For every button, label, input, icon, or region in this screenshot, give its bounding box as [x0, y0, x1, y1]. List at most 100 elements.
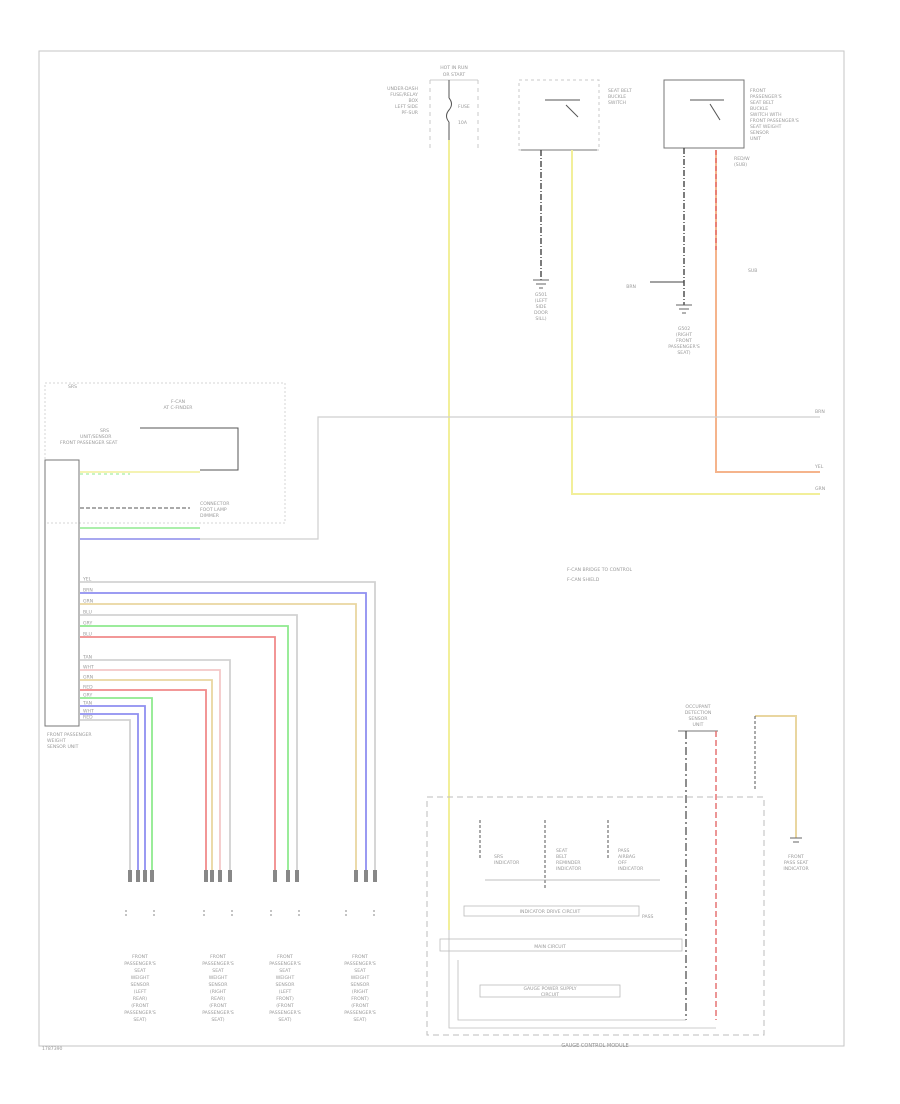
connector-label-3: DIMMER — [200, 513, 220, 519]
pass-label-2: PASS SEAT — [784, 860, 809, 866]
seatbelt-switch-label-1: SEAT BELT — [608, 88, 632, 94]
sensor-label-line: FRONT — [352, 954, 368, 960]
pass-label-1: FRONT — [788, 854, 804, 860]
connector-pin — [150, 870, 154, 882]
passenger-switch-label-7: SEAT WEIGHT — [750, 124, 782, 130]
sensor-label-1: OCCUPANT — [685, 704, 710, 710]
seatbelt-ground-4: DOOR — [534, 310, 549, 316]
branch-label: BRN — [626, 284, 636, 290]
ground-icon-2 — [676, 304, 692, 314]
wire-tag: WHT — [83, 709, 94, 715]
wire-tag: TAN — [82, 655, 92, 661]
sensor-label-line: PASSENGER'S — [344, 1010, 376, 1016]
connector-pin — [295, 870, 299, 882]
seatbelt-signal-wire — [571, 150, 820, 495]
hot-label-1: HOT IN RUN — [440, 65, 468, 71]
sensor-label-line: FRONT) — [351, 996, 369, 1002]
can-label-2: AT C-FINDER — [164, 405, 194, 411]
seatbelt-switch-label-3: SWITCH — [608, 100, 626, 106]
sensor-label-line: SEAT) — [133, 1017, 146, 1023]
connector-pin — [143, 870, 147, 882]
sensor-label-line: SEAT — [354, 968, 366, 974]
fuse-box-label-5: PF-SUR — [401, 110, 418, 116]
ind2-label-3: REMINDER — [556, 860, 581, 866]
sensor-wire — [80, 705, 146, 880]
seatbelt-ground-3: SIDE — [536, 304, 547, 310]
ind1-label-2: INDICATOR — [494, 860, 520, 866]
sensor-label-line: PASSENGER'S — [269, 1010, 301, 1016]
sensor-label-line: PASSENGER'S — [344, 961, 376, 967]
sensor-label-line: SEAT — [212, 968, 224, 974]
connector-pin — [204, 870, 208, 882]
passenger-switch-label-8: SENSOR — [750, 130, 770, 136]
sub-box-label-3: FRONT PASSENGER SEAT — [60, 440, 118, 446]
sensor-label-line: SENSOR — [276, 982, 296, 988]
ground-icon-1 — [533, 279, 549, 289]
connector-label-1: CONNECTOR — [200, 501, 230, 507]
sensor-wire — [80, 719, 131, 880]
sensor-label-line: SEAT) — [278, 1017, 291, 1023]
passenger-switch-group: FRONT PASSENGER'S SEAT BELT BUCKLE SWITC… — [626, 79, 799, 356]
ind3-label-1: PASS — [618, 848, 630, 854]
wire-tag: RED — [83, 685, 93, 691]
wire-tag: BRN — [83, 588, 93, 594]
fuse-box-label-1: UNDER-DASH — [387, 86, 418, 92]
wire-tag: RED — [83, 715, 93, 721]
sensor-label-line: SEAT) — [211, 1017, 224, 1023]
sensor-label-line: PASSENGER'S — [202, 1010, 234, 1016]
unit-label-1: FRONT PASSENGER — [47, 732, 92, 738]
passenger-switch-label-3: SEAT BELT — [750, 100, 774, 106]
sub-box-label-2: UNIT/SENSOR — [80, 434, 112, 440]
passenger-ground-4: PASSENGER'S — [668, 344, 700, 350]
sensor-label-line: (LEFT — [279, 989, 292, 995]
passenger-switch-label-6: FRONT PASSENGER'S — [750, 118, 799, 124]
sensor-label-line: PASSENGER'S — [124, 961, 156, 967]
connector-pin — [373, 870, 377, 882]
fuse-box-label-4: LEFT SIDE — [395, 104, 418, 110]
row1-label: INDICATOR DRIVE CIRCUIT — [520, 909, 581, 915]
sensor-labels: FRONTPASSENGER'SSEATWEIGHTSENSOR(LEFTREA… — [124, 910, 376, 1023]
connector-pin — [210, 870, 214, 882]
sensor-connector — [203, 910, 233, 918]
sensor-label-line: SEAT) — [353, 1017, 366, 1023]
passenger-switch-label-4: BUCKLE — [750, 106, 768, 112]
sensor-label-line: REAR) — [133, 996, 147, 1002]
sensor-unit-box — [44, 459, 80, 727]
sensor-label-line: (FRONT — [276, 1003, 294, 1009]
gauge-module-group: GAUGE CONTROL MODULE OCCUPANT DETECTION … — [426, 704, 809, 1049]
main-wires: BRN YEL GRN — [80, 140, 825, 930]
sensor-label-line: PASSENGER'S — [124, 1010, 156, 1016]
wire-tag: BLU — [83, 610, 92, 616]
middle-line-2: F-CAN SHIELD — [567, 577, 600, 583]
sensor-wire — [80, 659, 231, 880]
ind2-label-1: SEAT — [556, 848, 568, 854]
sensor-label-3: SENSOR — [689, 716, 709, 722]
footer-code: 1787390 — [42, 1046, 63, 1052]
connector-label-2: FOOT LAMP — [200, 507, 227, 513]
fuse-label-1: FUSE — [458, 104, 470, 110]
ind3-label-3: OFF — [618, 860, 627, 866]
passenger-wire-label-1: RED/W — [734, 156, 750, 162]
sensor-wire — [80, 625, 289, 880]
hot-label-2: OR START — [443, 72, 466, 78]
sensor-label-line: (LEFT — [134, 989, 147, 995]
sensor-label-2: DETECTION — [685, 710, 712, 716]
sensor-label-line: SENSOR — [351, 982, 371, 988]
ind1-label-1: SRS — [494, 854, 503, 860]
connector-pin — [136, 870, 140, 882]
sensor-wire — [80, 713, 139, 880]
sensor-label-line: WEIGHT — [351, 975, 370, 981]
fuse-box-label-2: FUSE/RELAY — [390, 92, 418, 98]
gauge-label: GAUGE CONTROL MODULE — [561, 1043, 628, 1049]
connector-pin — [273, 870, 277, 882]
sub-box-label-1: SRS — [100, 428, 109, 434]
sensor-wire — [80, 669, 221, 880]
wire-tag: GRY — [83, 693, 92, 699]
passenger-switch-label-5: SWITCH WITH — [750, 112, 782, 118]
connector-pin — [218, 870, 222, 882]
connector-pin — [128, 870, 132, 882]
wire-tag: GRN — [83, 599, 93, 605]
sensor-label-line: SEAT — [279, 968, 291, 974]
row3-label-2: CIRCUIT — [541, 992, 559, 998]
